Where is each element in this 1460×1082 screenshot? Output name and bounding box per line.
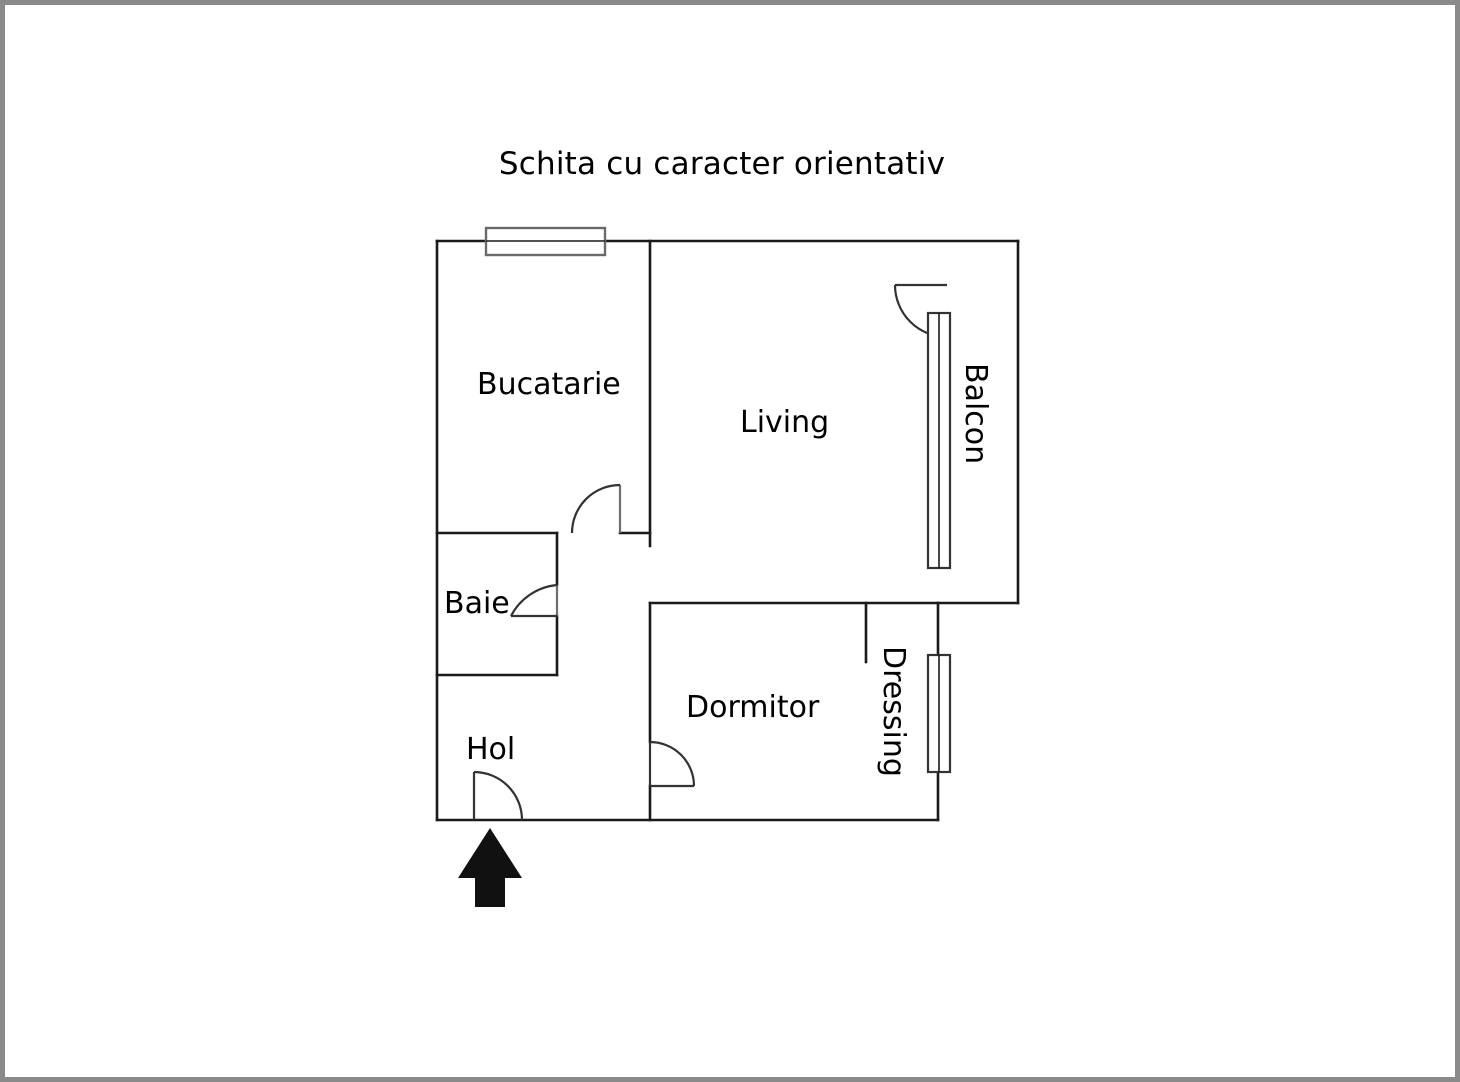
door-group [472,283,948,821]
bathroom-door-arc [510,583,558,617]
room-label-bucatarie: Bucatarie [477,367,621,402]
room-label-dressing: Dressing [876,646,911,777]
kitchen-door-arc [570,483,621,534]
room-label-baie: Baie [444,586,510,621]
entry-door-arc [473,770,524,821]
room-label-hol: Hol [466,732,516,767]
room-label-dormitor: Dormitor [686,690,820,725]
wall-group [435,239,1020,822]
room-label-living: Living [740,405,830,440]
bedroom-door-arc [649,740,696,787]
entry-arrow-icon [458,828,522,907]
entry-arrow-group [458,828,522,907]
window-group [484,226,952,774]
room-label-balcon: Balcon [958,363,993,465]
